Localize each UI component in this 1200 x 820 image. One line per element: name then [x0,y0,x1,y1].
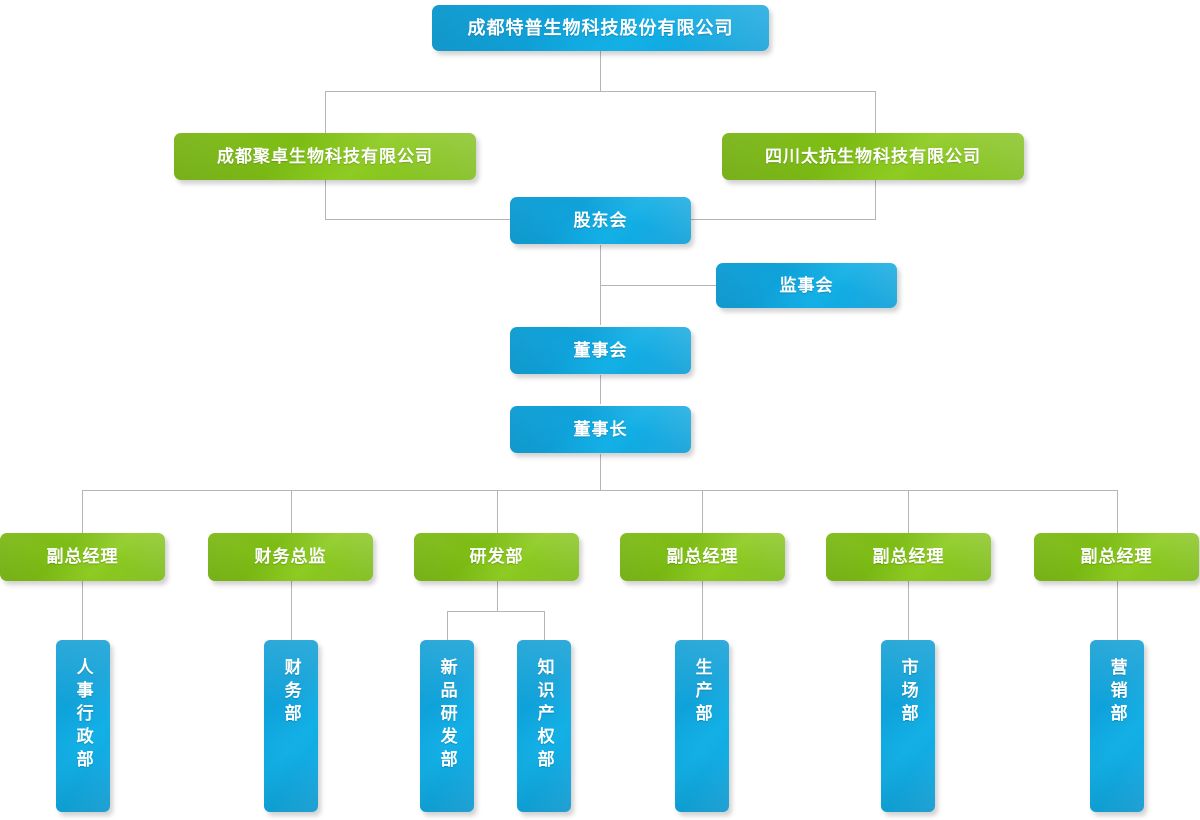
connector-level1-bus [325,91,876,92]
node-cfo-label: 财务总监 [254,547,327,567]
node-company[interactable]: 成都特普生物科技股份有限公司 [432,5,769,51]
connector-drop-vgm1 [82,490,83,533]
connector-cfo-finance [291,581,292,640]
node-sub-left[interactable]: 成都聚卓生物科技有限公司 [174,133,476,180]
node-vgm2[interactable]: 副总经理 [620,533,785,581]
node-ip-label: 知识产权部 [534,658,554,773]
node-sub-left-label: 成都聚卓生物科技有限公司 [217,146,433,166]
node-finance[interactable]: 财务部 [264,640,318,812]
node-chairman[interactable]: 董事长 [510,406,691,453]
connector-company-down [600,51,601,91]
node-rd-label: 研发部 [469,547,524,567]
node-sales-label: 营销部 [1107,658,1127,727]
node-board-label: 董事会 [573,340,628,360]
connector-vgm3-market [908,581,909,640]
connector-vgm2-production [702,581,703,640]
node-hr-label: 人事行政部 [73,658,93,773]
node-chairman-label: 董事长 [573,419,628,439]
connector-drop-vgm3 [908,490,909,533]
connector-vgm1-hr [82,581,83,640]
connector-rd-bus [447,611,545,612]
node-production-label: 生产部 [692,658,712,727]
node-market-label: 市场部 [898,658,918,727]
connector-drop-vgm2 [702,490,703,533]
connector-chairman-down [600,454,601,490]
connector-rd-ip [544,611,545,640]
node-hr[interactable]: 人事行政部 [56,640,110,812]
node-company-label: 成都特普生物科技股份有限公司 [467,17,734,38]
node-newproduct-label: 新品研发部 [437,658,457,773]
connector-level6-bus [82,490,1117,491]
connector-shareholders-right [690,219,876,220]
node-vgm1[interactable]: 副总经理 [0,533,165,581]
connector-rd-stem [497,581,498,611]
node-supervisors[interactable]: 监事会 [716,263,897,308]
node-market[interactable]: 市场部 [881,640,935,812]
node-vgm1-label: 副总经理 [46,547,119,567]
node-sales[interactable]: 营销部 [1090,640,1144,812]
connector-supervisors-branch [600,285,717,286]
node-cfo[interactable]: 财务总监 [208,533,373,581]
node-vgm4[interactable]: 副总经理 [1034,533,1199,581]
connector-drop-rd [497,490,498,533]
connector-vgm4-sales [1117,581,1118,640]
node-production[interactable]: 生产部 [675,640,729,812]
connector-rd-newproduct [447,611,448,640]
node-vgm2-label: 副总经理 [666,547,739,567]
node-sub-right[interactable]: 四川太抗生物科技有限公司 [722,133,1024,180]
node-vgm3[interactable]: 副总经理 [826,533,991,581]
node-shareholders-label: 股东会 [573,210,628,230]
node-rd[interactable]: 研发部 [414,533,579,581]
node-supervisors-label: 监事会 [779,275,834,295]
node-finance-label: 财务部 [281,658,301,727]
node-sub-right-label: 四川太抗生物科技有限公司 [765,146,981,166]
connector-board-chairman [600,375,601,404]
connector-shareholders-left [325,219,511,220]
connector-drop-cfo [291,490,292,533]
connector-drop-vgm4 [1117,490,1118,533]
node-ip[interactable]: 知识产权部 [517,640,571,812]
node-shareholders[interactable]: 股东会 [510,197,691,244]
node-vgm3-label: 副总经理 [872,547,945,567]
node-newproduct[interactable]: 新品研发部 [420,640,474,812]
node-board[interactable]: 董事会 [510,327,691,374]
node-vgm4-label: 副总经理 [1080,547,1153,567]
